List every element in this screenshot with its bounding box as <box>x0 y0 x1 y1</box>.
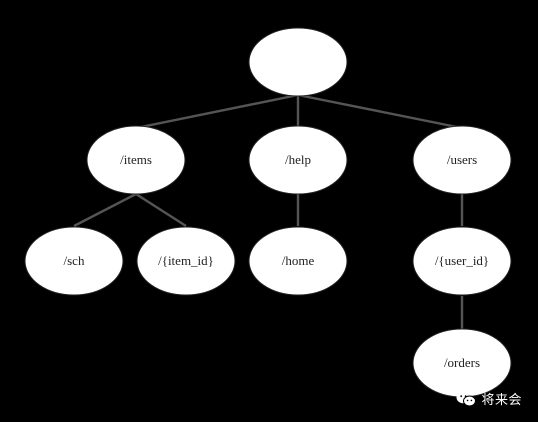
node-root <box>248 27 348 97</box>
node-sch: /sch <box>24 226 124 296</box>
watermark-text: 将来会 <box>481 393 522 408</box>
node-help: /help <box>248 125 348 195</box>
node-user-id: /{user_id} <box>412 226 512 296</box>
watermark: 将来会 <box>456 389 522 408</box>
node-home-ellipse <box>248 226 348 296</box>
edge-items-item-id <box>135 192 187 228</box>
node-user-id-ellipse <box>412 226 512 296</box>
node-users-label: /users <box>447 152 477 167</box>
node-items-label: /items <box>120 152 152 167</box>
node-orders-label: /orders <box>444 355 480 370</box>
node-root-ellipse <box>248 27 348 97</box>
node-sch-ellipse <box>24 226 124 296</box>
edge-root-items <box>135 93 299 130</box>
node-item-id: /{item_id} <box>136 226 236 296</box>
node-orders: /orders <box>412 328 512 398</box>
node-items: /items <box>86 125 186 195</box>
node-items-ellipse <box>86 125 186 195</box>
tree-edges <box>73 93 464 330</box>
node-help-ellipse <box>248 125 348 195</box>
node-item-id-ellipse <box>136 226 236 296</box>
node-sch-label: /sch <box>64 253 85 268</box>
node-home-label: /home <box>282 253 315 268</box>
node-user-id-label: /{user_id} <box>435 253 489 268</box>
node-help-label: /help <box>285 152 311 167</box>
wechat-icon <box>456 391 477 406</box>
edge-root-users <box>297 93 463 130</box>
node-users: /users <box>412 125 512 195</box>
node-home: /home <box>248 226 348 296</box>
edge-items-sch <box>73 192 137 228</box>
node-users-ellipse <box>412 125 512 195</box>
node-item-id-label: /{item_id} <box>158 253 214 268</box>
